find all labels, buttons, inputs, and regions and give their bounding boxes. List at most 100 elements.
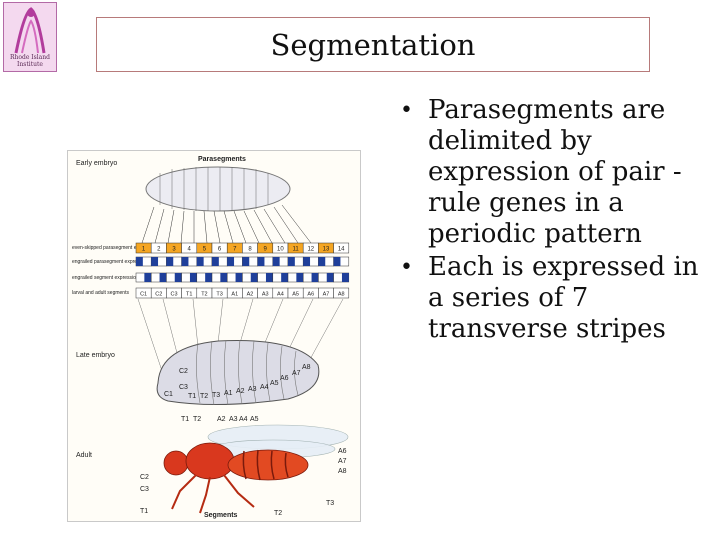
bullet-dot-icon: • [400, 98, 413, 123]
title-box: Segmentation [96, 17, 650, 72]
larva-label-c1: C1 [164, 391, 173, 398]
parasegment-number: 2 [157, 247, 161, 253]
larva-label-c3: C3 [179, 384, 188, 391]
bullet-item: •Parasegments are delimited by expressio… [398, 95, 716, 250]
segment-name: A7 [323, 292, 330, 298]
adult-label-t1-top: T1 [181, 416, 189, 423]
larva-label-a1: A1 [224, 390, 233, 397]
engrailed-stripe [174, 273, 182, 282]
parasegment-number: 7 [233, 247, 237, 253]
adult-label-a5: A5 [250, 416, 259, 423]
late-embryo-segments [196, 339, 299, 406]
row-label-engrailed-parasegment: engrailed parasegment expression [72, 259, 149, 265]
segment-name: A4 [277, 292, 284, 298]
adult-label-a2: A2 [217, 416, 226, 423]
segment-name: A1 [231, 292, 238, 298]
row-label-even-skipped: even-skipped parasegment expression [72, 245, 158, 251]
engrailed-segment-stripe-row [135, 272, 350, 283]
larva-label-a6: A6 [280, 375, 289, 382]
parasegment-number: 3 [172, 247, 176, 253]
segmentation-figure: Early embryo Parasegments even-skipped p… [67, 150, 361, 522]
adult-fly-illustration [163, 424, 349, 514]
parasegments-label: Parasegments [198, 156, 246, 163]
engrailed-stripe [303, 257, 311, 266]
engrailed-stripe [166, 257, 174, 266]
larva-label-a3: A3 [248, 386, 257, 393]
engrailed-stripe [326, 273, 334, 282]
engrailed-stripe-row [135, 256, 350, 267]
segment-name: T1 [186, 292, 192, 298]
adult-label-t1-bottom: T1 [140, 508, 148, 515]
segment-name: A2 [247, 292, 254, 298]
adult-label-a3: A3 [229, 416, 238, 423]
fly-abdomen [227, 449, 309, 481]
late-embryo-label: Late embryo [76, 352, 115, 359]
slide-title: Segmentation [270, 27, 476, 62]
embryo-to-rows-lines [141, 204, 312, 244]
segment-name: A5 [292, 292, 299, 298]
engrailed-stripe [212, 257, 219, 266]
adult-label-a7: A7 [338, 458, 347, 465]
row-label-engrailed-segment: engrailed segment expression [72, 275, 139, 281]
stripe-cell [333, 272, 350, 283]
engrailed-stripe [288, 257, 295, 266]
adult-label-a6: A6 [338, 448, 347, 455]
engrailed-stripe [333, 257, 341, 266]
parasegment-number: 5 [203, 247, 207, 253]
parasegment-number: 12 [307, 247, 314, 253]
adult-label-c3: C3 [140, 486, 149, 493]
engrailed-stripe [265, 273, 273, 282]
segment-name: A3 [262, 292, 269, 298]
larva-label-a7: A7 [292, 370, 301, 377]
segment-name: A8 [338, 292, 345, 298]
institution-logo: Rhode Island Institute [3, 2, 57, 72]
parasegment-number: 11 [292, 247, 299, 253]
engrailed-stripe [227, 257, 235, 266]
fly-head [163, 450, 189, 476]
bullet-item: •Each is expressed in a series of 7 tran… [398, 252, 716, 345]
logo-label: Rhode Island Institute [10, 54, 50, 68]
engrailed-stripe [181, 257, 189, 266]
adult-label-t2-bottom: T2 [274, 510, 282, 517]
engrailed-stripe [311, 273, 319, 282]
engrailed-stripe [220, 273, 228, 282]
parasegment-cell [333, 242, 350, 254]
segment-cell [333, 287, 350, 299]
engrailed-stripe [144, 273, 152, 282]
engrailed-stripe [235, 273, 243, 282]
parasegment-number: 1 [142, 247, 146, 253]
engrailed-stripe [159, 273, 167, 282]
engrailed-stripe [281, 273, 288, 282]
engrailed-stripe [136, 257, 143, 266]
row-label-larval-adult: larval and adult segments [72, 290, 129, 296]
engrailed-stripe [242, 257, 250, 266]
parasegment-number: 8 [248, 247, 252, 253]
adult-label-c2: C2 [140, 474, 149, 481]
parasegment-number: 9 [264, 247, 268, 253]
adult-label-a4: A4 [239, 416, 248, 423]
engrailed-stripe [205, 273, 212, 282]
engrailed-stripe [318, 257, 326, 266]
segment-name: T3 [216, 292, 222, 298]
larva-label-a4: A4 [260, 384, 269, 391]
engrailed-stripe [296, 273, 304, 282]
engrailed-stripe [257, 257, 265, 266]
early-embryo-stripes [159, 167, 269, 211]
segments-label: Segments [204, 512, 238, 519]
bullet-text: Each is expressed in a series of 7 trans… [428, 252, 699, 344]
engrailed-stripe [250, 273, 258, 282]
parasegment-number: 10 [277, 247, 284, 253]
figure-drawing: Early embryo Parasegments even-skipped p… [72, 156, 350, 519]
larva-label-a2: A2 [236, 388, 245, 395]
logo-emblem-icon [14, 7, 46, 54]
fly-abdomen-bands [242, 449, 289, 481]
adult-label-t2-top: T2 [193, 416, 201, 423]
fly-thorax [185, 442, 235, 480]
engrailed-stripe [151, 257, 159, 266]
adult-label: Adult [76, 452, 92, 459]
fly-legs [171, 474, 255, 514]
rows-to-larva-lines [137, 298, 344, 378]
segment-name: A6 [307, 292, 314, 298]
engrailed-stripe [341, 273, 349, 282]
